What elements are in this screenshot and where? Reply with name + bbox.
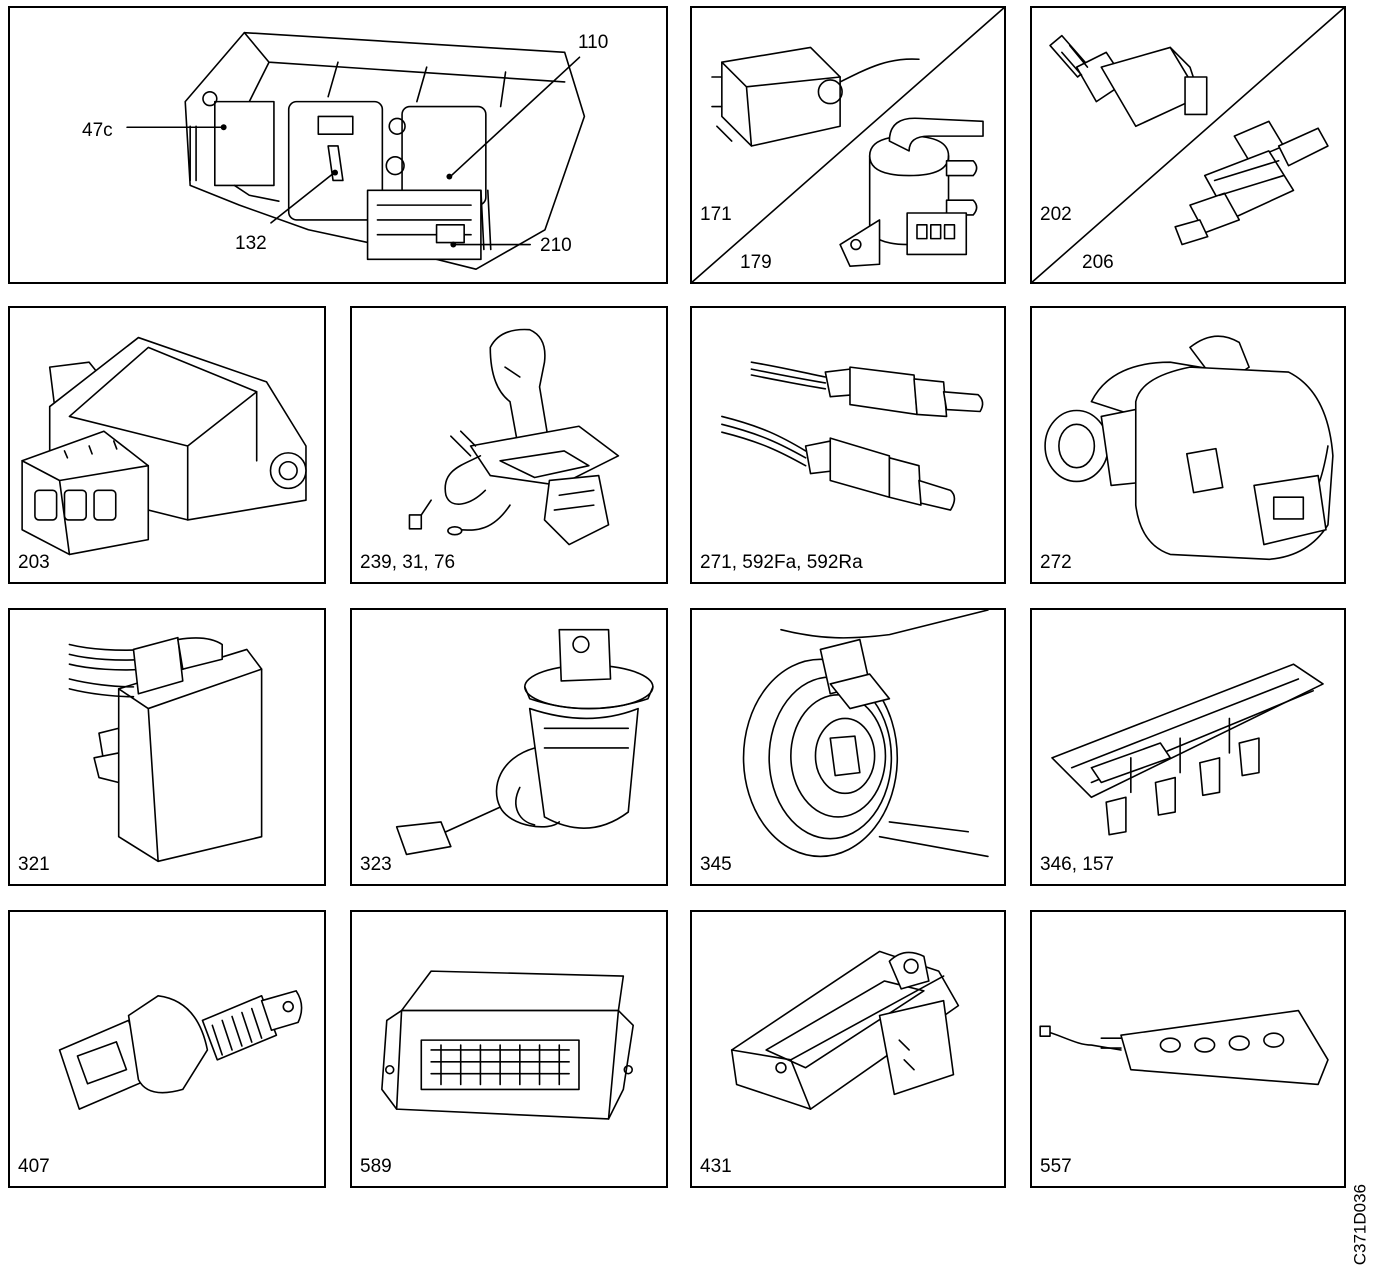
fuel-pump-assembly-drawing bbox=[352, 610, 666, 884]
part-number-203: 203 bbox=[18, 552, 50, 573]
panel-239: 239, 31, 76 bbox=[350, 306, 668, 584]
panel-346: 346, 157 bbox=[1030, 608, 1346, 886]
divider-line bbox=[692, 8, 1003, 282]
panel-589: 589 bbox=[350, 910, 668, 1188]
panel-271: 271, 592Fa, 592Ra bbox=[690, 306, 1006, 584]
control-module-and-valve-drawing bbox=[692, 8, 1004, 282]
temperature-switch-drawing bbox=[10, 912, 324, 1186]
part-number-323: 323 bbox=[360, 854, 392, 875]
throttle-position-sensor-drawing bbox=[10, 308, 324, 582]
divider-line bbox=[1032, 8, 1343, 282]
panel-345: 345 bbox=[690, 608, 1006, 886]
panel-321: 321 bbox=[8, 608, 326, 886]
panel-171-179: 171 179 bbox=[690, 6, 1006, 284]
knock-detection-circuit-drawing bbox=[1032, 912, 1344, 1186]
part-number-407: 407 bbox=[18, 1156, 50, 1177]
crankshaft-pulley-sensor-drawing bbox=[692, 610, 1004, 884]
oxygen-sensors-drawing bbox=[692, 308, 1004, 582]
part-number-179: 179 bbox=[740, 252, 772, 273]
idle-air-valve-drawing bbox=[1032, 308, 1344, 582]
callout-110: 110 bbox=[578, 32, 609, 53]
callout-47c: 47c bbox=[82, 120, 113, 141]
panel-407: 407 bbox=[8, 910, 326, 1188]
ignition-cassette-drawing bbox=[1032, 610, 1344, 884]
part-number-346-157: 346, 157 bbox=[1040, 854, 1114, 875]
panel-203: 203 bbox=[8, 306, 326, 584]
part-number-239-31-76: 239, 31, 76 bbox=[360, 552, 456, 573]
part-number-557: 557 bbox=[1040, 1156, 1072, 1177]
part-number-206: 206 bbox=[1082, 252, 1114, 273]
panel-557: 557 bbox=[1030, 910, 1346, 1188]
panel-272: 272 bbox=[1030, 306, 1346, 584]
carbon-canister-drawing bbox=[10, 610, 324, 884]
part-number-272: 272 bbox=[1040, 552, 1072, 573]
part-number-431: 431 bbox=[700, 1156, 732, 1177]
part-number-345: 345 bbox=[700, 854, 732, 875]
callout-210: 210 bbox=[540, 235, 572, 256]
panel-431: 431 bbox=[690, 910, 1006, 1188]
pressure-sensor-drawing bbox=[692, 912, 1004, 1186]
figure-code: C371D036 bbox=[1350, 1184, 1369, 1265]
part-number-589: 589 bbox=[360, 1156, 392, 1177]
part-number-202: 202 bbox=[1040, 204, 1072, 225]
gear-selector-drawing bbox=[352, 308, 666, 582]
panel-202-206: 202 206 bbox=[1030, 6, 1346, 284]
control-unit-drawing bbox=[352, 912, 666, 1186]
part-number-171: 171 bbox=[700, 204, 732, 225]
part-number-321: 321 bbox=[18, 854, 50, 875]
part-number-271-592fa-592ra: 271, 592Fa, 592Ra bbox=[700, 552, 863, 573]
panel-323: 323 bbox=[350, 608, 668, 886]
callout-132: 132 bbox=[235, 233, 267, 254]
instrument-cluster-drawing bbox=[10, 8, 666, 282]
temp-sensor-and-injector-drawing bbox=[1032, 8, 1344, 282]
panel-instrument-cluster: 47c 110 132 210 bbox=[8, 6, 668, 284]
